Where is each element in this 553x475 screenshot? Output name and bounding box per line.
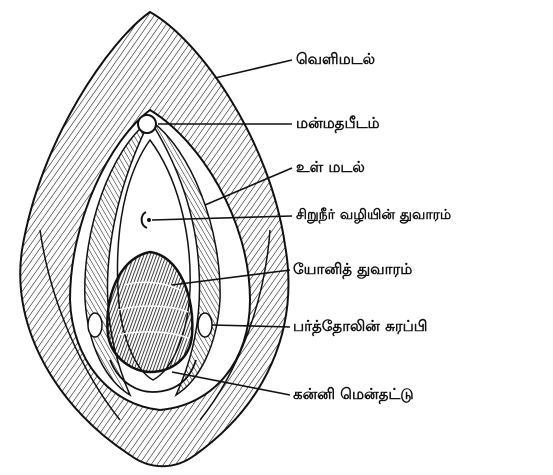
label-bartholin-gland: பர்த்தோலின் சுரப்பி (293, 319, 427, 334)
label-inner-lip: உள் மடல் (296, 160, 365, 175)
leader-line-outer-lip (215, 60, 292, 78)
label-urethral-opening: சிறுநீர் வழியின் துவாரம் (296, 208, 451, 222)
bartholin-gland-left (88, 313, 102, 337)
label-vaginal-opening: யோனித் துவாரம் (293, 262, 412, 277)
bartholin-gland-right (198, 313, 212, 337)
label-hymen: கன்னி மென்தட்டு (293, 387, 414, 402)
label-clitoris: மன்மதபீடம் (296, 116, 380, 131)
label-outer-lip: வெளிமடல் (296, 52, 375, 67)
clitoris-shape (138, 115, 156, 133)
